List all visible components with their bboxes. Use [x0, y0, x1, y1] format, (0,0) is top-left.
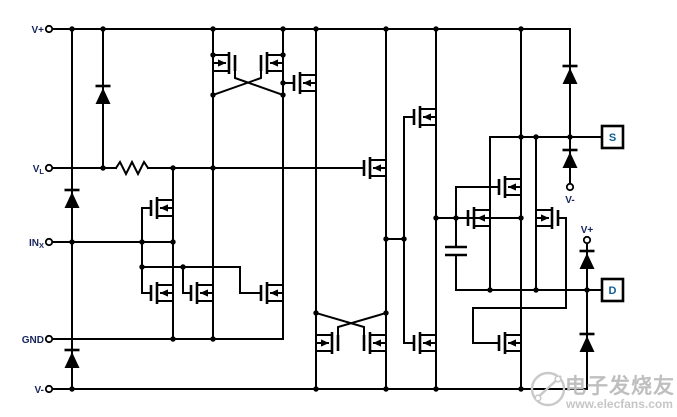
terminal-circle — [44, 334, 54, 344]
terminal-label: V- — [35, 385, 44, 396]
wire-gate-c — [182, 266, 192, 294]
mosfet-pass-nmos — [536, 207, 558, 229]
mosfet-gate-boost — [497, 174, 523, 200]
diode-vminus-to-d — [578, 332, 596, 354]
wire-xcouple-top-left — [234, 70, 285, 97]
terminal-label: V+ — [31, 25, 44, 36]
terminal-vl: VL — [33, 163, 54, 176]
mosfet-input-n3 — [259, 280, 285, 306]
diode-vminus-to-s — [561, 148, 579, 170]
wire-gate-a-b — [141, 207, 152, 294]
watermark-logo-icon — [530, 371, 566, 407]
mosfet-crosspair-top-left — [213, 52, 235, 74]
mosfet-crosspair-top-right — [259, 50, 285, 76]
watermark-brand-text: 电子发烧友 — [565, 374, 675, 398]
terminal-label: V- — [565, 195, 574, 206]
mosfet-input-n2 — [189, 280, 215, 306]
wire-xcouple-bot-left — [337, 311, 388, 336]
terminal-circle — [44, 24, 54, 34]
mosfet-shunt — [497, 330, 523, 356]
terminal-label: GND — [22, 335, 44, 346]
terminal-s-clamp-vminus: V- — [565, 182, 575, 206]
wires — [51, 28, 603, 390]
terminal-gnd: GND — [22, 334, 54, 346]
terminal-inx: INX — [29, 237, 54, 250]
mosfet-input-load — [149, 195, 175, 221]
wire-xcouple-bot-right — [314, 311, 365, 336]
port-label: D — [609, 285, 617, 297]
terminal-label: VL — [33, 164, 45, 176]
mosfet-crosspair-bottom-left — [316, 332, 338, 354]
diode-vl-to-vplus — [94, 84, 112, 106]
mosfet-input-n1 — [149, 280, 175, 306]
mosfet-top-mirror — [292, 70, 318, 96]
wire-gate-t8-f — [472, 217, 567, 344]
junction-dots — [69, 26, 590, 392]
mosfet-driver-pullup — [412, 104, 438, 130]
capacitor — [445, 245, 467, 257]
resistor — [114, 159, 150, 177]
diode-s-to-vplus — [561, 64, 579, 86]
terminal-label: INX — [29, 238, 44, 250]
diode-inx-to-vplus — [63, 188, 81, 210]
terminal-circle — [582, 235, 592, 245]
terminal-vminus: V- — [35, 384, 54, 396]
wire-gate-p6 — [455, 186, 500, 219]
terminal-circle — [44, 237, 54, 247]
wire-gate-d — [239, 266, 262, 294]
diode-vminus-to-inx — [63, 348, 81, 370]
mosfet-vl-follower — [362, 155, 388, 181]
port-box — [600, 277, 625, 303]
wire-xcouple-top-right — [211, 70, 262, 97]
terminal-circle — [44, 384, 54, 394]
terminal-circle — [565, 182, 575, 192]
port-d: D — [600, 277, 625, 303]
watermark: 电子发烧友 www.elecfans.com — [530, 371, 675, 411]
terminal-circle — [44, 163, 54, 173]
diode-d-to-vplus — [578, 249, 596, 271]
port-s: S — [600, 124, 625, 150]
wire-gate-p5-e — [403, 116, 415, 344]
port-label: S — [609, 132, 616, 144]
mosfet-driver-pulldown — [412, 330, 438, 356]
terminal-d-clamp-vplus: V+ — [581, 225, 594, 245]
port-box — [600, 124, 625, 150]
wire-vplus-rail — [51, 28, 571, 138]
watermark-url-text: www.elecfans.com — [565, 397, 673, 411]
terminal-vplus: V+ — [31, 24, 54, 36]
terminal-label: V+ — [581, 225, 594, 236]
mosfet-crosspair-bottom-right — [362, 330, 388, 356]
